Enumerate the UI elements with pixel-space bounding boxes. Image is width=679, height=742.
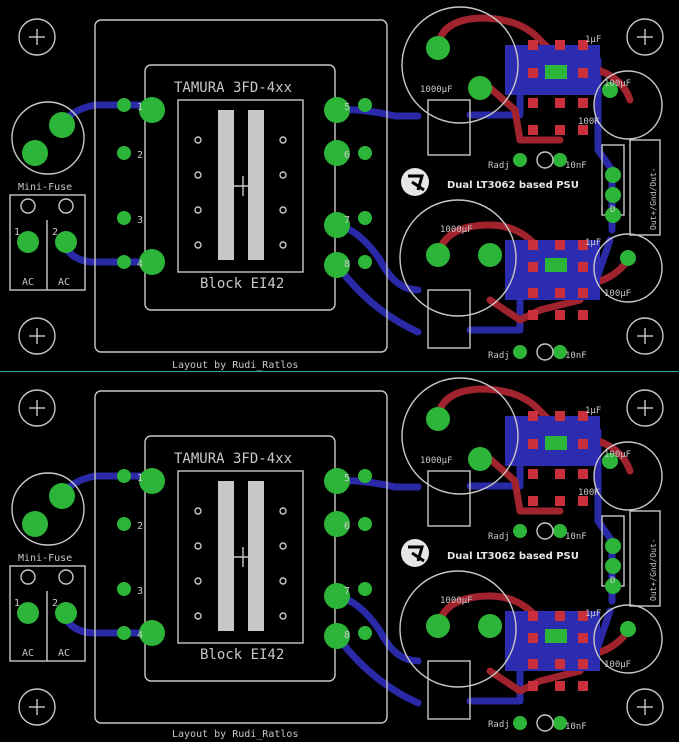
credit-text: Layout by Rudi_Ratlos — [172, 729, 298, 740]
terminal-number: 1 — [14, 227, 20, 238]
terminal-number: 2 — [52, 598, 58, 609]
pin-number: 3 — [137, 215, 143, 226]
small-label: Radj — [488, 720, 510, 730]
panel-0-labels: TAMURA 3FD-4xx Block EI42 Layout by Rudi… — [14, 35, 658, 371]
terminal-label: AC — [22, 648, 34, 659]
pin-number: 1 — [137, 102, 143, 113]
small-label: D — [610, 576, 615, 586]
small-label: 1µF — [585, 35, 601, 45]
board-title: Dual LT3062 based PSU — [447, 180, 579, 191]
small-label: Radj — [488, 532, 510, 542]
small-label: D — [610, 205, 615, 215]
small-label: 10nF — [565, 161, 587, 171]
cap-label: 100µF — [604, 79, 631, 89]
pin-number: 8 — [344, 259, 350, 270]
pin-number: 2 — [137, 521, 143, 532]
fuse-label: Mini-Fuse — [18, 182, 72, 193]
terminal-label: AC — [58, 648, 70, 659]
cap-label: 100µF — [604, 660, 631, 670]
pin-number: 1 — [137, 473, 143, 484]
small-label: 10nF — [565, 722, 587, 732]
terminal-number: 1 — [14, 598, 20, 609]
small-label: Radj — [488, 351, 510, 361]
fuse-label: Mini-Fuse — [18, 553, 72, 564]
resistor-label: 100K — [578, 117, 600, 127]
pin-number: 3 — [137, 586, 143, 597]
small-label: 1µF — [585, 406, 601, 416]
cap-label: 1000µF — [420, 85, 453, 95]
resistor-label: 100K — [578, 488, 600, 498]
credit-text: Layout by Rudi_Ratlos — [172, 360, 298, 371]
core-label: Block EI42 — [200, 276, 284, 292]
terminal-label: AC — [58, 277, 70, 288]
cap-label: 100µF — [604, 289, 631, 299]
cap-label: 1000µF — [440, 225, 473, 235]
cap-label: 1000µF — [440, 596, 473, 606]
small-label: 10nF — [565, 351, 587, 361]
pin-number: 5 — [344, 102, 350, 113]
board-title: Dual LT3062 based PSU — [447, 551, 579, 562]
transformer-title: TAMURA 3FD-4xx — [174, 451, 292, 467]
pin-number: 6 — [344, 150, 350, 161]
pin-number: 6 — [344, 521, 350, 532]
terminal-label: AC — [22, 277, 34, 288]
small-label: Radj — [488, 161, 510, 171]
pin-number: 4 — [137, 630, 143, 641]
small-label: 1µF — [585, 238, 601, 248]
transformer-title: TAMURA 3FD-4xx — [174, 80, 292, 96]
small-label: 1µF — [585, 609, 601, 619]
cap-label: 1000µF — [420, 456, 453, 466]
pin-number: 4 — [137, 259, 143, 270]
core-label: Block EI42 — [200, 647, 284, 663]
cap-label: 100µF — [604, 450, 631, 460]
pin-number: 7 — [344, 586, 350, 597]
small-label: 10nF — [565, 532, 587, 542]
pin-number: 5 — [344, 473, 350, 484]
panel-1-labels: TAMURA 3FD-4xx Block EI42 Layout by Rudi… — [14, 406, 658, 740]
pin-number: 7 — [344, 215, 350, 226]
terminal-number: 2 — [52, 227, 58, 238]
pin-number: 2 — [137, 150, 143, 161]
output-label: Out+/Gnd/Out- — [649, 167, 658, 230]
output-label: Out+/Gnd/Out- — [649, 538, 658, 601]
pin-number: 8 — [344, 630, 350, 641]
